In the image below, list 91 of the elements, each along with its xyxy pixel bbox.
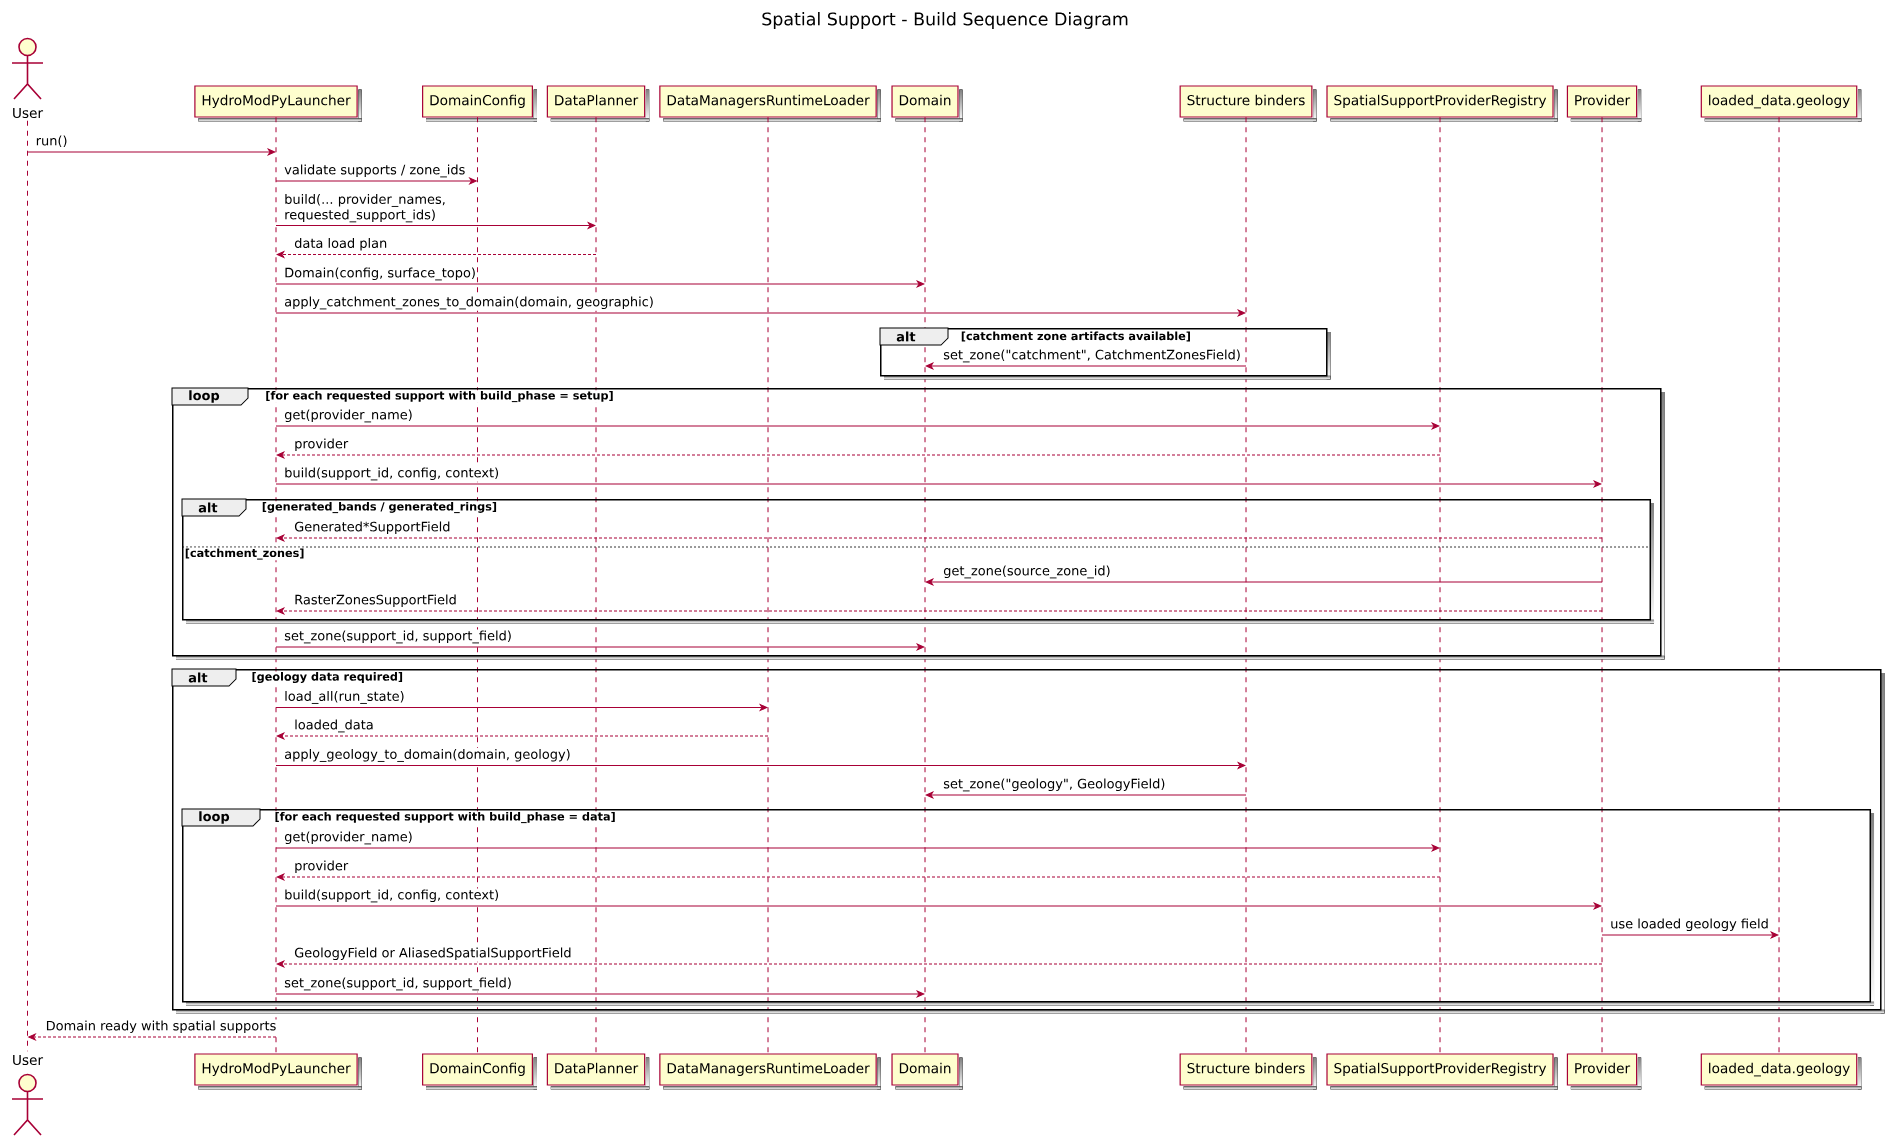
message-label: set_zone(support_id, support_field)	[283, 629, 513, 645]
message-label: get_zone(source_zone_id)	[942, 564, 1112, 580]
participant-box: HydroModPyLauncher	[194, 1053, 362, 1090]
message-label: apply_catchment_zones_to_domain(domain, geographic)	[283, 295, 655, 311]
actor-label: User	[13, 107, 44, 119]
message-label: set_zone(support_id, support_field)	[283, 976, 513, 992]
message-label: build(support_id, config, context)	[283, 466, 501, 482]
lifeline	[595, 116, 597, 1055]
message-arrow	[276, 732, 769, 740]
message-arrow	[28, 1033, 277, 1041]
message-arrow	[276, 607, 1603, 615]
message-arrow	[275, 704, 768, 711]
guard-condition: [generated_bands / generated_rings]	[261, 501, 498, 514]
lifeline	[1601, 116, 1603, 1055]
guard-condition: [for each requested support with build_phase = setup]	[264, 390, 615, 403]
message-arrow	[925, 578, 1603, 586]
message-label: RasterZonesSupportField	[293, 593, 458, 609]
message-arrow	[275, 480, 1602, 488]
participant-box: Provider	[1566, 1053, 1642, 1090]
participant-box: DomainConfig	[422, 1053, 537, 1090]
message-arrow	[276, 873, 1441, 881]
lifeline	[924, 116, 926, 1055]
message-arrow	[275, 422, 1440, 430]
participant-box: SpatialSupportProviderRegistry	[1326, 1053, 1558, 1090]
message-label: Generated*SupportField	[293, 520, 452, 536]
message-label: apply_geology_to_domain(domain, geology)	[283, 747, 572, 764]
message-label: load_all(run_state)	[283, 689, 406, 706]
participant-box: HydroModPyLauncher	[194, 85, 362, 122]
message-label: get(provider_name)	[283, 408, 414, 424]
participant-box: Structure binders	[1179, 1053, 1317, 1090]
message-label: Domain(config, surface_topo)	[283, 266, 477, 282]
message-arrow	[1601, 931, 1779, 939]
participant-box: Provider	[1566, 85, 1642, 122]
participant-box: Structure binders	[1179, 85, 1317, 122]
message-arrow	[276, 451, 1441, 459]
message-label: data load plan	[293, 236, 389, 253]
lifeline	[1439, 116, 1441, 1055]
actor-label: User	[13, 1054, 44, 1066]
message-label: build(... provider_names, requested_support_ids)	[285, 193, 445, 223]
participant-box: DataManagersRuntimeLoader	[659, 1053, 881, 1090]
message-label: set_zone("catchment", CatchmentZonesField)	[942, 348, 1242, 364]
message-label: validate supports / zone_ids	[283, 163, 467, 179]
message-label: run()	[34, 134, 69, 150]
message-label: provider	[293, 859, 350, 875]
lifeline	[767, 116, 769, 1055]
message-label: use loaded geology field	[1609, 917, 1770, 933]
participant-box: DataPlanner	[546, 85, 650, 122]
participant-box: SpatialSupportProviderRegistry	[1326, 85, 1558, 122]
fragment-tab: alt	[171, 668, 237, 687]
lifeline	[1778, 116, 1780, 1055]
fragment-tab: loop	[181, 808, 261, 827]
lifeline	[477, 116, 478, 1055]
participant-box: loaded_data.geology	[1700, 1053, 1862, 1090]
message-label: build(support_id, config, context)	[283, 888, 501, 904]
participant-box: DomainConfig	[422, 85, 537, 122]
message-arrow	[275, 844, 1440, 852]
message-label: Domain ready with spatial supports	[44, 1019, 278, 1035]
message-arrow	[275, 280, 925, 288]
guard-condition: [catchment_zones]	[184, 547, 306, 561]
message-arrow	[276, 251, 597, 258]
participant-box: Domain	[891, 1053, 963, 1090]
lifeline	[275, 116, 277, 1055]
fragment-tab: alt	[181, 498, 247, 517]
message-arrow	[275, 309, 1246, 317]
fragment-tab: loop	[171, 387, 249, 406]
guard-condition: [geology data required]	[250, 671, 404, 684]
message-arrow	[275, 643, 925, 651]
message-label: provider	[293, 437, 350, 453]
message-arrow	[276, 960, 1603, 968]
lifeline	[1245, 116, 1247, 1055]
message-arrow	[925, 362, 1247, 370]
title: Spatial Support - Build Sequence Diagram	[762, 12, 1128, 29]
message-arrow	[275, 177, 477, 185]
participant-box: loaded_data.geology	[1700, 85, 1862, 122]
message-label: set_zone("geology", GeologyField)	[942, 777, 1167, 793]
message-arrow	[27, 148, 276, 156]
message-arrow	[276, 534, 1603, 542]
participant-box: DataPlanner	[546, 1053, 650, 1090]
guard-condition: [catchment zone artifacts available]	[960, 330, 1192, 343]
message-arrow	[275, 902, 1602, 910]
message-arrow	[925, 791, 1247, 799]
message-arrow	[275, 762, 1246, 769]
guard-condition: [for each requested support with build_phase = data]	[273, 811, 617, 824]
message-label: GeologyField or AliasedSpatialSupportField	[293, 946, 573, 962]
fragment-tab: alt	[879, 327, 949, 346]
message-arrow	[275, 222, 596, 229]
message-label: loaded_data	[293, 718, 375, 734]
message-label: get(provider_name)	[283, 830, 414, 846]
message-arrow	[275, 990, 925, 998]
participant-box: DataManagersRuntimeLoader	[659, 85, 881, 122]
participant-box: Domain	[891, 85, 963, 122]
